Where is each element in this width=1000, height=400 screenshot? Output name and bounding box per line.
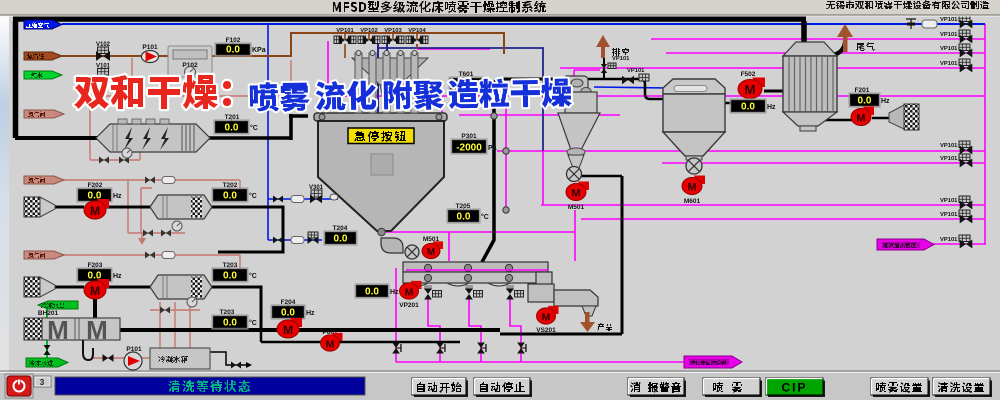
svg-text:°C: °C: [249, 319, 257, 327]
svg-text:-2000: -2000: [456, 143, 482, 154]
svg-text:Hz: Hz: [881, 98, 890, 105]
svg-text:T203: T203: [220, 309, 235, 316]
svg-text:V301: V301: [309, 185, 324, 191]
svg-text:VP101: VP101: [940, 17, 958, 23]
svg-text:M: M: [745, 82, 756, 97]
svg-text:Hz: Hz: [113, 273, 122, 280]
svg-text:M: M: [542, 312, 551, 323]
svg-text:0.0: 0.0: [281, 308, 295, 319]
svg-text:M: M: [283, 323, 293, 337]
svg-text:0.0: 0.0: [226, 45, 240, 56]
svg-text:0.0: 0.0: [858, 96, 872, 107]
svg-text:°C: °C: [249, 272, 257, 280]
svg-text:Hz: Hz: [306, 310, 315, 317]
svg-text:M601: M601: [684, 198, 701, 205]
svg-text:V101: V101: [96, 64, 111, 70]
svg-text:VP101: VP101: [940, 237, 958, 243]
svg-text:VP101: VP101: [940, 198, 958, 204]
svg-text:M: M: [405, 287, 414, 298]
svg-text:KPa: KPa: [252, 47, 266, 54]
svg-text:0.0: 0.0: [88, 191, 102, 202]
svg-text:T203: T203: [223, 262, 238, 269]
svg-text:0.0: 0.0: [225, 123, 239, 134]
svg-text:VP101: VP101: [940, 32, 958, 38]
svg-text:P101: P101: [142, 44, 158, 51]
svg-text:P601: P601: [322, 329, 338, 336]
svg-text:0.0: 0.0: [223, 271, 237, 282]
svg-text:0.0: 0.0: [365, 287, 379, 298]
svg-text:°C: °C: [481, 213, 489, 221]
svg-text:VP101: VP101: [627, 68, 645, 74]
svg-text:Hz: Hz: [390, 289, 399, 296]
svg-text:T205: T205: [456, 203, 471, 210]
svg-text:0.0: 0.0: [741, 102, 755, 113]
svg-text:0.0: 0.0: [223, 191, 237, 202]
svg-text:P102: P102: [182, 62, 198, 69]
svg-text:Hz: Hz: [113, 193, 122, 200]
svg-text:T202: T202: [223, 182, 238, 189]
svg-text:F502: F502: [741, 71, 756, 78]
svg-text:VP102: VP102: [360, 28, 377, 34]
svg-text:VP101: VP101: [612, 56, 630, 62]
svg-text:M501: M501: [423, 236, 440, 243]
svg-text:M: M: [47, 315, 69, 345]
svg-text:M501: M501: [568, 204, 585, 211]
svg-text:0.0: 0.0: [223, 318, 237, 329]
svg-text:VS201: VS201: [536, 327, 556, 334]
svg-text:VP101: VP101: [940, 61, 958, 67]
svg-text:0.0: 0.0: [457, 212, 471, 223]
svg-text:M: M: [427, 247, 435, 258]
svg-text:VP101: VP101: [940, 46, 958, 52]
svg-text:VP104: VP104: [408, 28, 426, 34]
svg-text:F201: F201: [855, 87, 870, 94]
svg-text:°C: °C: [249, 192, 257, 200]
svg-text:Hz: Hz: [767, 104, 776, 111]
svg-text:M: M: [326, 339, 335, 350]
svg-text:F204: F204: [281, 299, 296, 306]
svg-text:M: M: [571, 188, 580, 200]
svg-text:VP101: VP101: [940, 156, 958, 162]
svg-text:BH201: BH201: [38, 310, 59, 317]
svg-text:Pa: Pa: [488, 145, 497, 152]
svg-text:T204: T204: [333, 225, 348, 232]
svg-text:VP101: VP101: [336, 28, 354, 34]
svg-text:T201: T201: [225, 114, 240, 121]
svg-text:F203: F203: [88, 262, 103, 269]
svg-text:M: M: [86, 315, 108, 345]
svg-text:VP103: VP103: [384, 28, 402, 34]
svg-text:M: M: [856, 113, 865, 125]
svg-text:VP101: VP101: [940, 212, 958, 218]
svg-text:F202: F202: [88, 182, 103, 189]
svg-text:P301: P301: [461, 133, 477, 140]
svg-text:V102: V102: [96, 42, 111, 48]
svg-text:VP201: VP201: [399, 302, 419, 309]
svg-text:M: M: [90, 284, 100, 298]
svg-text:T601: T601: [459, 71, 474, 78]
svg-text:3: 3: [40, 378, 45, 387]
svg-text:M: M: [687, 182, 696, 194]
svg-text:P101: P101: [126, 346, 142, 353]
svg-text:°C: °C: [250, 124, 258, 132]
svg-text:0.0: 0.0: [88, 271, 102, 282]
svg-text:CIP: CIP: [781, 381, 807, 395]
svg-text:M: M: [90, 204, 100, 218]
svg-text:0.0: 0.0: [334, 234, 348, 245]
svg-text:VP101: VP101: [940, 143, 958, 149]
svg-text:F102: F102: [226, 37, 241, 44]
